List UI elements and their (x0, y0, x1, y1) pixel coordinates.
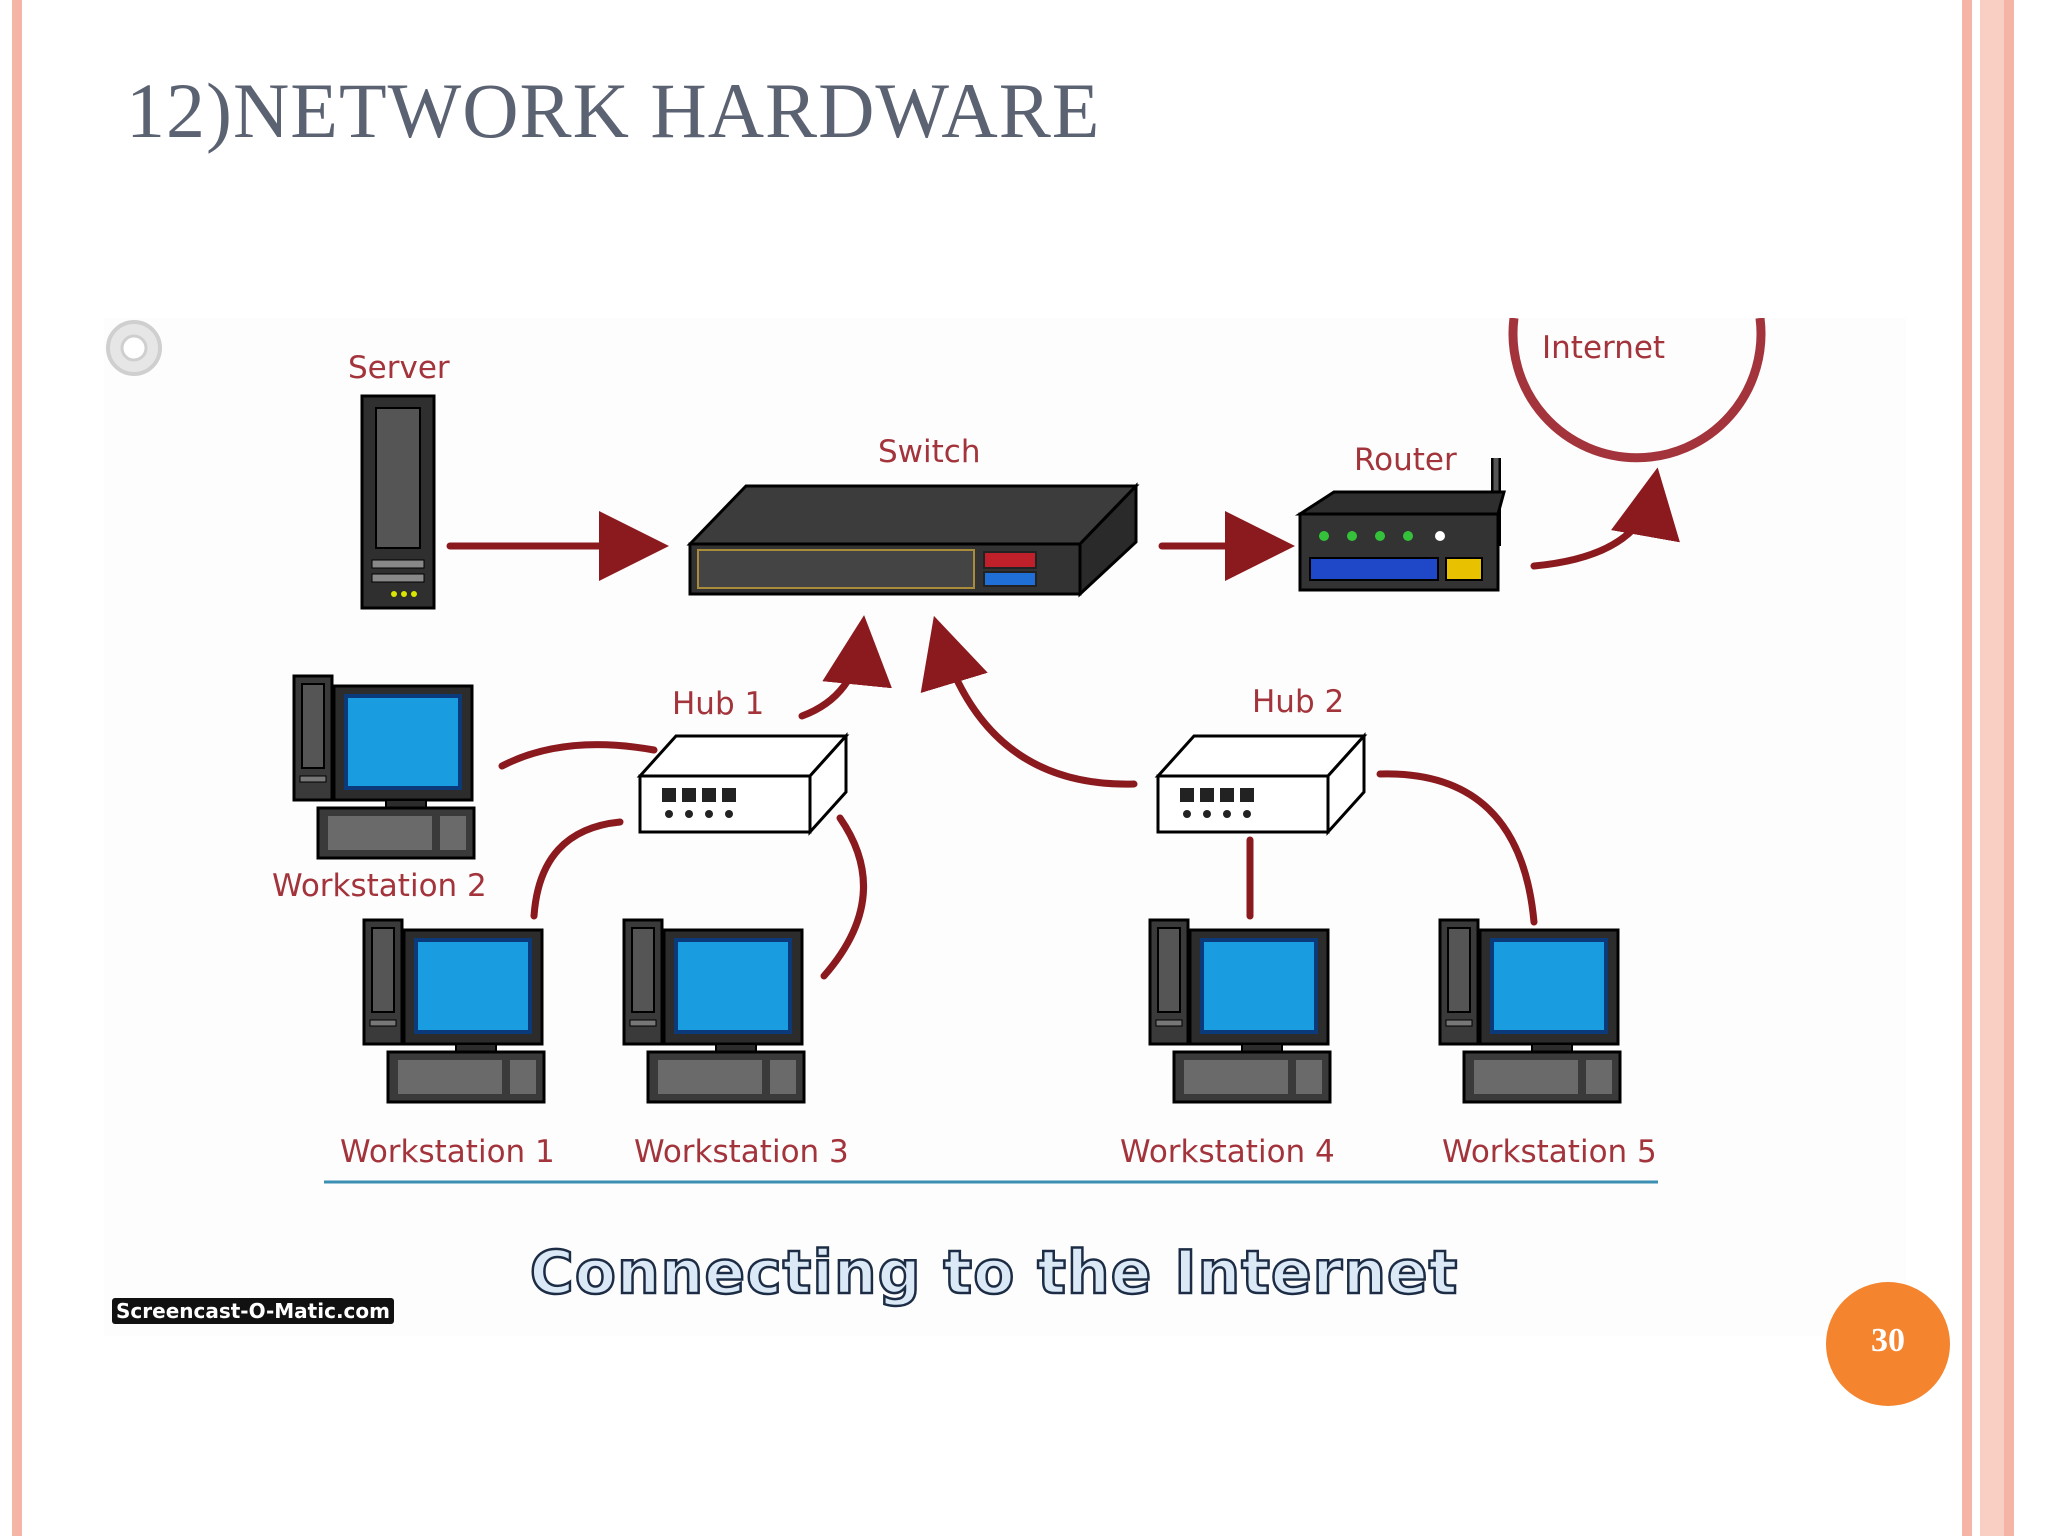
slide-border-right-outer (2004, 0, 2014, 1536)
link-ws5-hub2 (1376, 770, 1538, 926)
slide-border-left (12, 0, 22, 1536)
label-workstation-5: Workstation 5 (1442, 1134, 1657, 1170)
arrow-hub1-to-switch (798, 615, 892, 720)
slide-border-right (1962, 0, 1972, 1536)
page-number-badge: 30 (1826, 1282, 1950, 1406)
label-workstation-2: Workstation 2 (272, 868, 487, 904)
link-ws3-hub1 (820, 814, 868, 980)
label-server: Server (348, 350, 450, 386)
internet-cloud-circle (1508, 318, 1766, 463)
diagram-caption: Connecting to the Internet (528, 1237, 1459, 1310)
workstation-4-icon (1148, 918, 1332, 1104)
workstation-1-icon (362, 918, 546, 1104)
arrow-hub2-to-switch (920, 615, 1138, 788)
workstation-5-icon (1438, 918, 1622, 1104)
switch-icon (686, 482, 1140, 598)
label-workstation-4: Workstation 4 (1120, 1134, 1335, 1170)
label-internet: Internet (1542, 330, 1665, 366)
workstation-3-icon (622, 918, 806, 1104)
hub-2-icon (1156, 734, 1366, 834)
workstation-2-icon (292, 674, 476, 860)
connector-lines (446, 467, 1680, 980)
label-workstation-1: Workstation 1 (340, 1134, 555, 1170)
label-router: Router (1354, 442, 1457, 478)
label-hub-2: Hub 2 (1252, 684, 1344, 720)
network-diagram: Internet Server Switch (104, 318, 1906, 1336)
diagram-canvas: Internet Server Switch (272, 318, 1766, 1184)
slide-border-right-inner (1980, 0, 2004, 1536)
label-switch: Switch (878, 434, 981, 470)
server-icon (360, 394, 436, 610)
arrow-router-to-internet (1530, 467, 1680, 570)
label-workstation-3: Workstation 3 (634, 1134, 849, 1170)
link-ws1-hub1 (530, 818, 624, 920)
hub-1-icon (638, 734, 848, 834)
label-hub-1: Hub 1 (672, 686, 764, 722)
slide-title: 12)NETWORK HARDWARE (126, 67, 1101, 154)
link-ws2-hub1 (498, 741, 658, 770)
router-icon (1294, 458, 1506, 592)
screencast-watermark: Screencast-O-Matic.com (112, 1298, 394, 1324)
prezi-logo (106, 320, 162, 376)
